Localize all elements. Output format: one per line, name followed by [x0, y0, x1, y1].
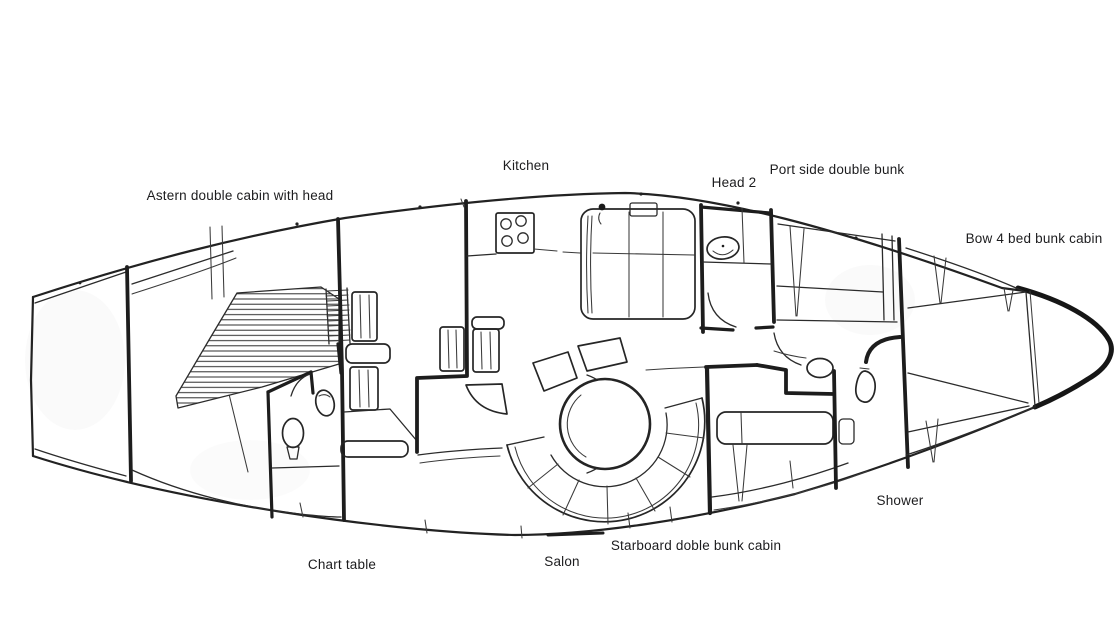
- head2-room: [699, 203, 776, 334]
- settee-curve-outer: [506, 397, 706, 523]
- astern-cabin: [131, 225, 342, 518]
- chart-table-area: [340, 291, 418, 458]
- labels: Kitchen Astern double cabin with head He…: [147, 158, 1103, 572]
- companionway-steps: [325, 287, 351, 375]
- label-chart-table: Chart table: [308, 557, 376, 572]
- wash-basin: [314, 389, 336, 417]
- louvered-locker: [351, 291, 378, 342]
- counter-unit: [471, 316, 505, 330]
- toilet-fixture: [706, 236, 740, 260]
- bow-bulkhead: [897, 237, 910, 469]
- aft-head-room: [266, 370, 340, 519]
- hull-frame-ticks: [78, 192, 858, 539]
- toilet-base: [286, 446, 300, 460]
- port-bunk-cabin: [773, 223, 898, 366]
- label-port-bunk: Port side double bunk: [770, 162, 905, 177]
- aft-bulkhead: [125, 265, 133, 483]
- transom: [29, 295, 35, 458]
- stool: [577, 337, 628, 372]
- salon-area: [506, 337, 706, 525]
- shower-room: [773, 335, 902, 490]
- nav-bench: [340, 440, 409, 458]
- double-berth-hatched: [175, 286, 340, 409]
- label-shower: Shower: [877, 493, 924, 508]
- double-berth: [716, 411, 834, 445]
- fan-seat: [465, 383, 508, 415]
- chart-table: [345, 343, 391, 364]
- label-kitchen: Kitchen: [503, 158, 549, 173]
- galley: [415, 199, 581, 464]
- louvered-locker: [439, 326, 465, 372]
- port-settee: [580, 202, 696, 320]
- toilet-fixture: [281, 417, 305, 449]
- main-bulkhead: [336, 217, 346, 522]
- mast-mark: [598, 203, 606, 211]
- bow-bunk-cabin: [897, 237, 1040, 469]
- stern-lazarette: [34, 265, 133, 483]
- scan-shading: [25, 265, 915, 500]
- starboard-bunk-cabin: [704, 363, 869, 516]
- label-astern-cabin: Astern double cabin with head: [147, 188, 334, 203]
- louvered-locker: [472, 328, 500, 373]
- hull-bottom-edge: [31, 405, 1037, 537]
- label-head2: Head 2: [712, 175, 757, 190]
- shower-toilet: [854, 370, 876, 403]
- label-salon: Salon: [544, 554, 580, 569]
- bow-tip: [1015, 285, 1114, 410]
- galley-partition: [415, 199, 469, 454]
- label-starboard-cabin: Starboard doble bunk cabin: [611, 538, 781, 553]
- hull-top-edge: [31, 191, 1026, 299]
- stool: [532, 351, 578, 392]
- wash-basin: [806, 357, 834, 379]
- louvered-locker: [349, 366, 379, 411]
- stove-4-burner: [495, 212, 535, 254]
- salon-round-table: [558, 377, 652, 471]
- label-bow-cabin: Bow 4 bed bunk cabin: [966, 231, 1103, 246]
